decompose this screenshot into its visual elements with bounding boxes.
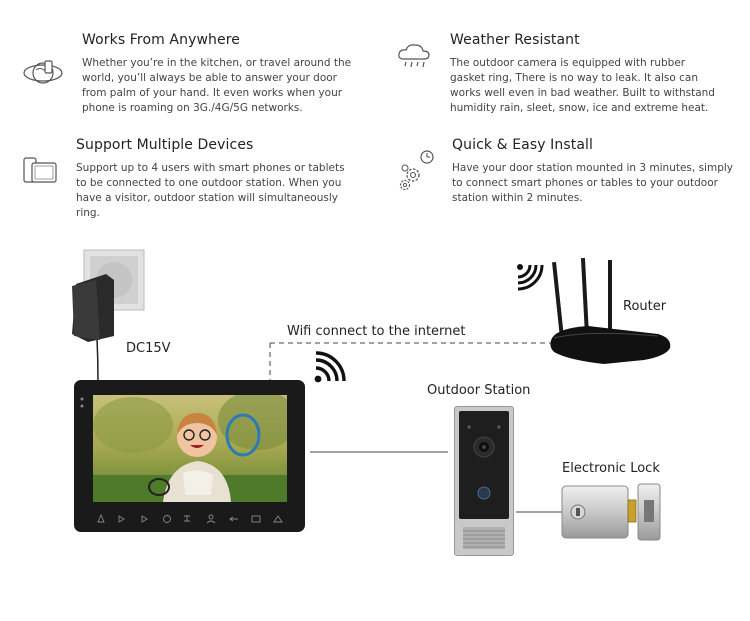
right-arrow-icon bbox=[141, 515, 148, 523]
hangup-icon bbox=[273, 515, 283, 523]
monitor-icon bbox=[251, 515, 261, 523]
router-label: Router bbox=[623, 299, 667, 314]
feature-body: Have your door station mounted in 3 minu… bbox=[452, 162, 733, 204]
router-signal-icon bbox=[514, 261, 546, 298]
feature-multiple-devices: Support Multiple Devices Support up to 4… bbox=[76, 137, 358, 221]
wifi-signal-icon bbox=[314, 351, 346, 388]
bell-icon bbox=[97, 513, 105, 523]
power-label: DC15V bbox=[126, 341, 171, 356]
phone-tablet-icon bbox=[22, 156, 58, 191]
feature-body: Whether you’re in the kitchen, or travel… bbox=[82, 57, 352, 114]
feature-quick-install: Quick & Easy Install Have your door stat… bbox=[452, 137, 734, 206]
settings-icon bbox=[163, 515, 171, 523]
intercom-icon bbox=[184, 515, 190, 522]
feature-works-from-anywhere: Works From Anywhere Whether you’re in th… bbox=[82, 32, 354, 116]
feature-title: Weather Resistant bbox=[450, 32, 580, 48]
feature-title: Works From Anywhere bbox=[82, 32, 240, 48]
outdoor-station bbox=[454, 406, 514, 556]
feature-weather-resistant: Weather Resistant The outdoor camera is … bbox=[450, 32, 722, 116]
monitor-indicator-dots bbox=[79, 396, 85, 415]
feature-body: The outdoor camera is equipped with rubb… bbox=[450, 57, 715, 114]
feature-title: Quick & Easy Install bbox=[452, 137, 594, 153]
electronic-lock bbox=[558, 482, 664, 549]
router bbox=[548, 256, 674, 373]
rain-cloud-icon bbox=[396, 43, 432, 78]
power-adapter bbox=[66, 248, 148, 353]
gears-clock-icon bbox=[396, 148, 436, 199]
left-arrow-icon bbox=[118, 515, 125, 523]
child-photo bbox=[93, 395, 287, 502]
electronic-lock-label: Electronic Lock bbox=[562, 461, 660, 476]
feature-title: Support Multiple Devices bbox=[76, 137, 254, 153]
outdoor-station-label: Outdoor Station bbox=[427, 383, 531, 398]
feature-body: Support up to 4 users with smart phones … bbox=[76, 162, 345, 219]
monitor-screen bbox=[93, 395, 287, 502]
monitor-button-row[interactable] bbox=[92, 512, 288, 524]
user-icon bbox=[208, 514, 214, 520]
key-icon bbox=[229, 516, 238, 522]
indoor-monitor bbox=[74, 380, 305, 532]
wifi-label: Wifi connect to the internet bbox=[287, 324, 466, 339]
globe-phone-icon bbox=[22, 58, 64, 93]
